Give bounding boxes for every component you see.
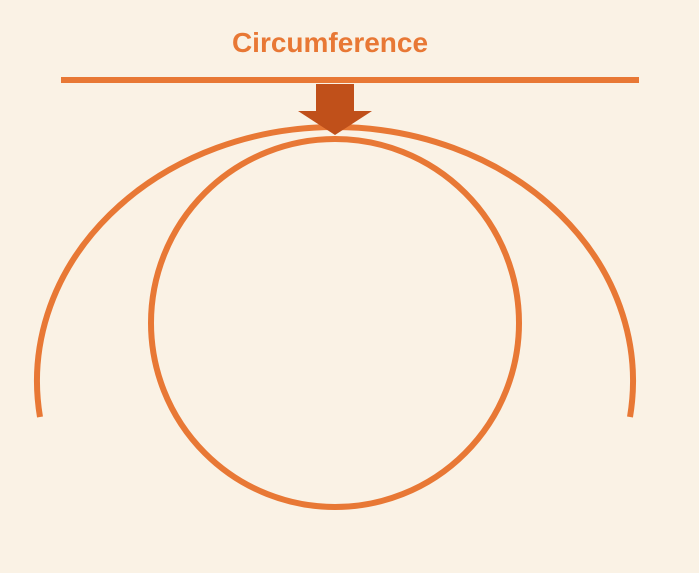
inner-circle — [148, 136, 522, 510]
down-arrow-icon — [298, 84, 372, 135]
outer-arc — [34, 124, 636, 418]
diagram-title: Circumference — [232, 27, 428, 58]
